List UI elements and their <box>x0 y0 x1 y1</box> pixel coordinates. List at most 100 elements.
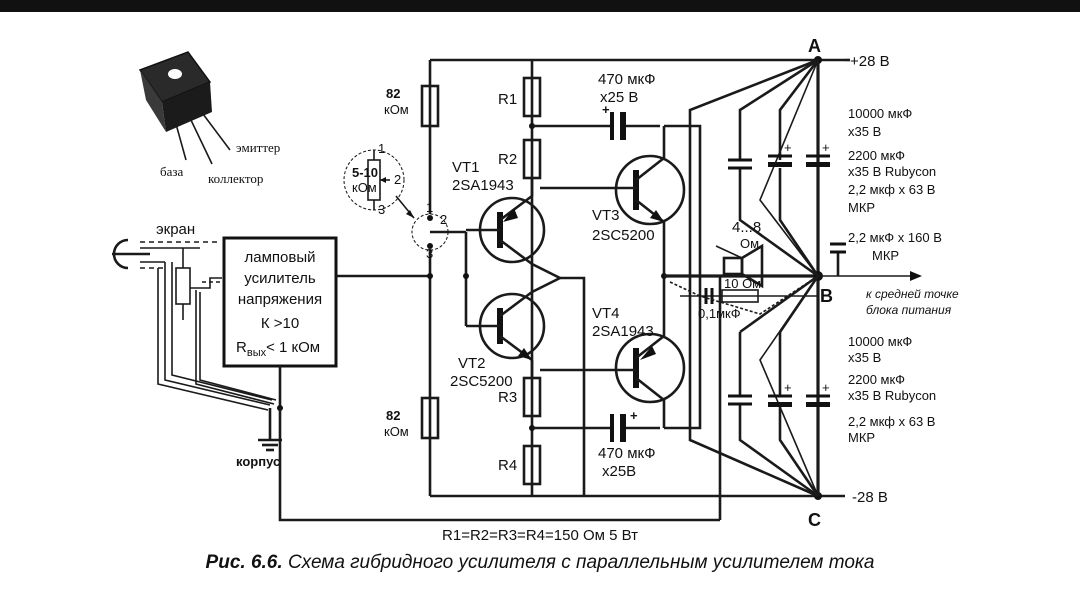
ps-top-4: х35 В Rubycon <box>848 164 936 179</box>
transistor-vt3: VT3 2SC5200 <box>592 126 686 276</box>
zobel-resistor-label: 10 Ом <box>724 276 761 291</box>
zobel-capacitor-label: 0,1мкФ <box>698 306 741 321</box>
r4-label: R4 <box>498 457 517 474</box>
amp-gain-label: К >10 <box>261 315 299 332</box>
node-a-label: A <box>808 36 821 56</box>
speaker-icon <box>722 256 744 276</box>
ps-top-1: 10000 мкФ <box>848 106 912 121</box>
pin-base-label: база <box>160 164 184 179</box>
transistor-package-illustration: база коллектор эмиттер <box>138 51 280 186</box>
chassis-label: корпус <box>236 454 280 469</box>
r1-label: R1 <box>498 91 517 108</box>
screen-label: экран <box>156 221 195 238</box>
vt1-label: VT1 <box>452 159 480 176</box>
ps-bot-3: 2200 мкФ <box>848 372 905 387</box>
node-c-label: C <box>808 510 821 530</box>
r82-bottom-unit: кОм <box>384 424 409 439</box>
emitter-link <box>560 276 586 496</box>
cap-top-voltage: х25 В <box>600 89 638 106</box>
pot-pin1-left: 1 <box>426 200 433 215</box>
vt3-type: 2SC5200 <box>592 227 655 244</box>
figure-caption-text: Схема гибридного усилителя с параллельны… <box>287 552 875 573</box>
ps-bot-5: 2,2 мкф х 63 В <box>848 414 935 429</box>
figure-number: Рис. 6.6. <box>205 552 283 573</box>
vt2-label: VT2 <box>458 355 486 372</box>
cap-plus-t1: + <box>784 140 792 155</box>
pin-collector-label: коллектор <box>208 171 263 186</box>
amp-label-2: усилитель <box>244 270 316 287</box>
figure-caption: Рис. 6.6. Схема гибридного усилителя с п… <box>0 552 1080 574</box>
vt4-label: VT4 <box>592 305 620 322</box>
page-top-edge <box>0 0 1080 12</box>
pot-pin1: 1 <box>378 141 385 156</box>
amp-feedback-wire <box>278 408 720 522</box>
ps-top-6: МКР <box>848 200 875 215</box>
cap-plus-t2: + <box>822 140 830 155</box>
r82-bottom-value: 82 <box>386 408 400 423</box>
vt3-label: VT3 <box>592 207 620 224</box>
cap-plus-b2: + <box>822 380 830 395</box>
supply-labels: 10000 мкФ х35 В 2200 мкФ х35 В Rubycon 2… <box>848 106 959 445</box>
input-wiring <box>157 248 277 411</box>
pot-pin3-left: 3 <box>426 246 433 261</box>
to-midpoint-1: к средней точке <box>866 287 959 301</box>
resistor-r4 <box>522 444 542 486</box>
r2-label: R2 <box>498 151 517 168</box>
amp-rout-label: Rвых< 1 кОм <box>236 339 320 359</box>
amp-label-3: напряжения <box>238 291 322 308</box>
node-b-label: B <box>820 286 833 306</box>
vt2-type: 2SC5200 <box>450 373 513 390</box>
transistor-vt1: VT1 2SA1943 <box>452 159 561 280</box>
coupling-capacitor-bottom: + 470 мкФ х25В <box>532 408 660 480</box>
r3-label: R3 <box>498 389 517 406</box>
ps-bot-1: 10000 мкФ <box>848 334 912 349</box>
vt1-type: 2SA1943 <box>452 177 514 194</box>
resistor-82k-bottom <box>420 396 440 440</box>
pot-pin2: 2 <box>394 172 401 187</box>
transistor-vt2: VT2 2SC5200 <box>450 232 561 390</box>
to-midpoint-2: блока питания <box>866 303 952 317</box>
cap-bottom-value: 470 мкФ <box>598 445 655 462</box>
supply-filter-network: B + + + + <box>688 58 922 498</box>
coupling-capacitor-top: + 470 мкФ х25 В <box>532 71 660 140</box>
cap-plus-b1: + <box>784 380 792 395</box>
zobel-resistor <box>721 289 759 303</box>
pot-pin3: 3 <box>378 202 385 217</box>
speaker-unit: Ом <box>740 236 759 251</box>
cap-top-value: 470 мкФ <box>598 71 655 88</box>
r82-top-unit: кОм <box>384 102 409 117</box>
ps-top-3: 2200 мкФ <box>848 148 905 163</box>
negative-voltage-label: -28 В <box>852 489 888 506</box>
resistors-note: R1=R2=R3=R4=150 Ом 5 Вт <box>442 527 638 544</box>
power-rails: A C +28 В -28 В <box>428 36 890 530</box>
cap-bottom-plus: + <box>630 408 638 423</box>
speaker-and-zobel: 4...8 Ом 10 Ом 0,1мкФ <box>669 219 819 321</box>
resistor-82k-top <box>420 84 440 128</box>
ps-mid-1: 2,2 мкФ х 160 В <box>848 230 942 245</box>
cap-bottom-voltage: х25В <box>602 463 636 480</box>
transistor-vt4: VT4 2SA1943 <box>592 273 686 428</box>
ps-mid-2: МКР <box>872 248 899 263</box>
speaker-impedance: 4...8 <box>732 219 761 236</box>
vt4-type: 2SA1943 <box>592 323 654 340</box>
input-connector: экран <box>112 221 220 270</box>
input-volume-resistor <box>175 267 191 305</box>
amp-label-1: ламповый <box>244 249 315 266</box>
pot-pin2-left: 2 <box>440 212 447 227</box>
tube-voltage-amplifier-block: ламповый усилитель напряжения К >10 Rвых… <box>222 236 338 469</box>
ps-top-5: 2,2 мкф х 63 В <box>848 182 935 197</box>
pot-value: 5-10 <box>352 165 378 180</box>
ps-bot-6: МКР <box>848 430 875 445</box>
resistor-r1 <box>522 76 542 118</box>
bias-divider: 82 кОм 82 кОм 1 2 3 1 2 3 5-10 кОм <box>343 84 466 440</box>
cap-top-plus: + <box>602 102 610 117</box>
r82-top-value: 82 <box>386 86 400 101</box>
pin-emitter-label: эмиттер <box>236 140 280 155</box>
ps-top-2: х35 В <box>848 124 881 139</box>
pot-unit: кОм <box>352 180 377 195</box>
emitter-resistor-column: R1 R2 R3 R4 <box>498 60 542 496</box>
ps-bot-2: х35 В <box>848 350 881 365</box>
ps-bot-4: х35 В Rubycon <box>848 388 936 403</box>
positive-voltage-label: +28 В <box>850 53 890 70</box>
